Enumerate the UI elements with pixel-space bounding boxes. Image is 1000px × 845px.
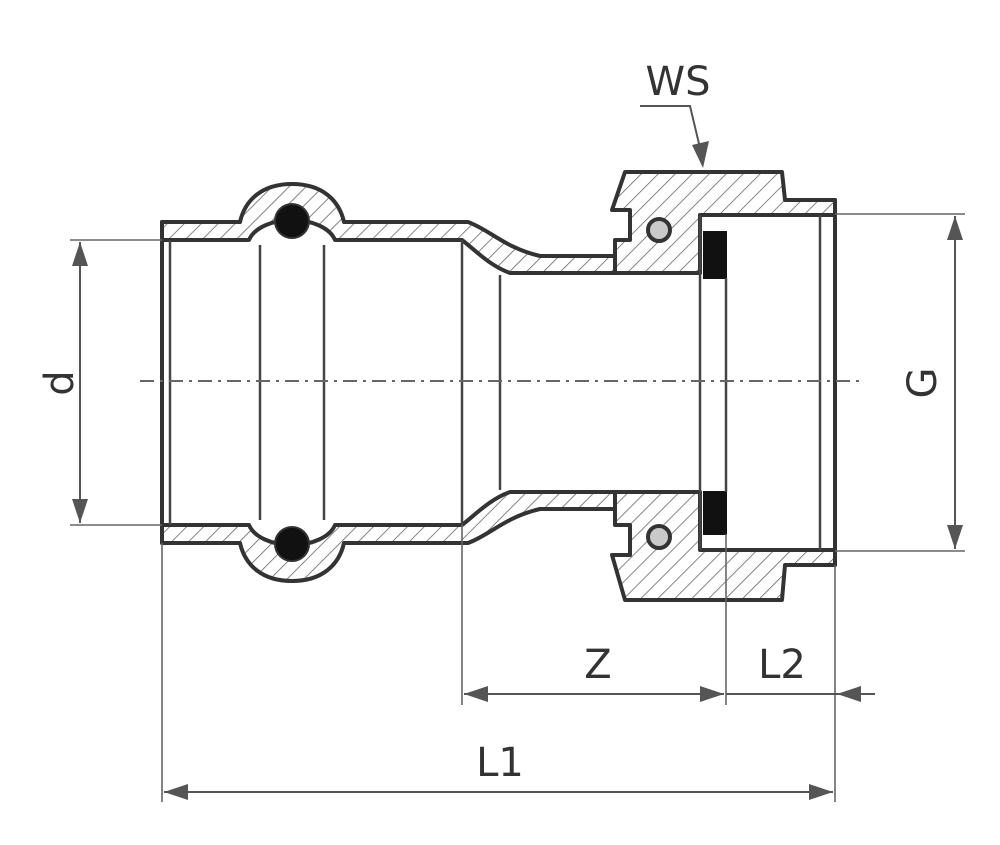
flat-gasket-lower (703, 491, 727, 535)
ws-leader-arrow (692, 141, 709, 168)
dim-d-arrow-top (72, 242, 88, 266)
dim-g-label: G (900, 368, 946, 399)
dim-g-arrow-top (947, 216, 963, 240)
o-ring-lower (274, 526, 310, 562)
dim-z-label: Z (584, 642, 611, 688)
ws-label: WS (646, 59, 711, 105)
retaining-ball-upper (646, 217, 672, 243)
press-end-lower-wall (160, 490, 617, 583)
dim-g-arrow-bottom (947, 525, 963, 549)
dim-l1-arrow-left (164, 784, 188, 800)
dim-d-label: d (37, 370, 83, 395)
press-end-upper-wall (160, 182, 617, 275)
retaining-ball-lower (646, 524, 672, 550)
ws-leader-line (640, 105, 701, 149)
dim-l2-label: L2 (758, 642, 806, 688)
dim-d-arrow-bottom (72, 499, 88, 523)
dim-l2-arrow-right (837, 686, 861, 702)
flat-gasket-upper (703, 231, 727, 279)
o-ring-upper (274, 203, 310, 239)
dim-z-arrow-right (700, 686, 724, 702)
dim-l1-label: L1 (476, 740, 524, 786)
dim-z-arrow-left (464, 686, 488, 702)
dim-l1-arrow-right (809, 784, 833, 800)
